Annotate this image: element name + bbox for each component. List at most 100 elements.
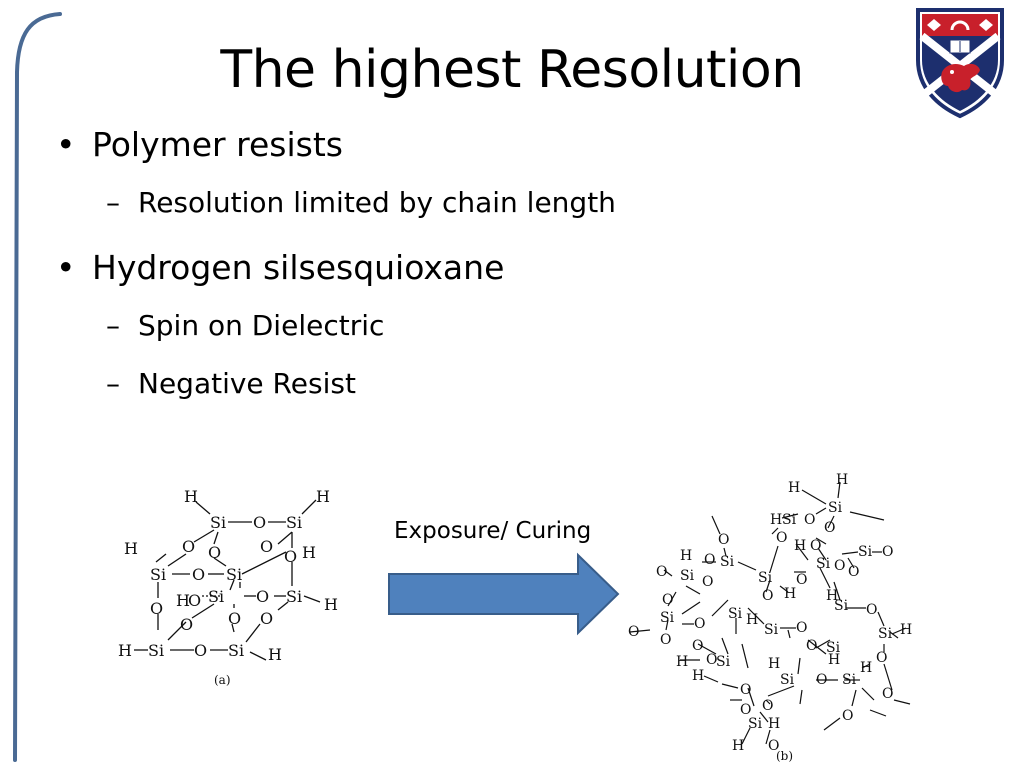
atom-o: O xyxy=(260,537,273,556)
atom-o: O xyxy=(776,530,787,546)
atom-si: Si xyxy=(780,672,795,688)
sub-marker: – xyxy=(106,309,120,342)
atom-h: H xyxy=(828,652,840,668)
atom-si: Si xyxy=(226,565,242,584)
atom-si: Si xyxy=(208,587,224,606)
bullet-polymer-resists: • Polymer resists xyxy=(56,125,343,165)
atom-o: O xyxy=(194,641,207,660)
atom-o: O xyxy=(848,564,859,580)
atom-o: O xyxy=(816,672,827,688)
atom-o: O xyxy=(660,632,671,648)
atom-h: H xyxy=(676,654,688,670)
atom-h: H xyxy=(184,487,198,506)
bullet-marker: • xyxy=(56,248,76,287)
atom-h: H xyxy=(268,645,282,664)
atom-o: O xyxy=(188,591,201,610)
atom-h: H xyxy=(768,656,780,672)
slide-frame-bracket xyxy=(13,12,62,762)
atom-o: O xyxy=(806,638,817,654)
subbullet-text: Spin on Dielectric xyxy=(138,309,385,342)
atom-si: Si xyxy=(210,513,226,532)
atom-si: Si xyxy=(878,626,893,642)
atom-o: O xyxy=(228,609,241,628)
atom-o: O xyxy=(702,574,713,590)
atom-o: O xyxy=(284,547,297,566)
atom-o: O xyxy=(662,592,673,608)
atom-o: O xyxy=(628,624,639,640)
bullet-text: Polymer resists xyxy=(92,125,343,164)
atom-si: Si xyxy=(758,570,773,586)
atom-o: O xyxy=(208,543,221,562)
subbullet-text: Negative Resist xyxy=(138,367,356,400)
atom-o: O xyxy=(796,620,807,636)
hsq-network-structure: H H Si H Si O O O O H O Si O H O Si Si O… xyxy=(628,472,912,763)
atom-h: H xyxy=(680,548,692,564)
atom-si: Si xyxy=(150,565,166,584)
atom-h: H xyxy=(316,487,330,506)
atom-o: O xyxy=(718,532,729,548)
bullet-text: Hydrogen silsesquioxane xyxy=(92,248,505,287)
atom-h: H xyxy=(784,586,796,602)
atom-h: H xyxy=(768,716,780,732)
atom-o: O xyxy=(762,698,773,714)
sub-marker: – xyxy=(106,367,120,400)
atom-h: H xyxy=(324,595,338,614)
subbullet-resolution-limited: –Resolution limited by chain length xyxy=(106,186,616,220)
atom-si: Si xyxy=(828,500,843,516)
atom-o: O xyxy=(882,544,893,560)
atom-h: H xyxy=(124,539,138,558)
subbullet-text: Resolution limited by chain length xyxy=(138,186,616,219)
bullet-marker: • xyxy=(56,125,76,164)
bullet-hydrogen-silsesquioxane: • Hydrogen silsesquioxane xyxy=(56,248,504,288)
atom-h: H xyxy=(788,480,800,496)
atom-si: Si xyxy=(748,716,763,732)
atom-o: O xyxy=(842,708,853,724)
atom-o: O xyxy=(740,702,751,718)
atom-si: Si xyxy=(834,598,849,614)
university-crest-icon xyxy=(916,8,1004,119)
atom-si: Si xyxy=(816,556,831,572)
atom-o: O xyxy=(762,588,773,604)
atom-si: Si xyxy=(286,513,302,532)
slide-title: The highest Resolution xyxy=(220,40,804,100)
atom-si: Si xyxy=(716,654,731,670)
atom-si: Si xyxy=(764,622,779,638)
arrow-label: Exposure/ Curing xyxy=(394,518,592,544)
atom-o: O xyxy=(834,558,845,574)
atom-si: Si xyxy=(286,587,302,606)
atom-o: O xyxy=(706,652,717,668)
atom-si: Si xyxy=(680,568,695,584)
atom-o: O xyxy=(768,738,779,754)
atom-h: H xyxy=(176,591,190,610)
atom-o: O xyxy=(182,537,195,556)
atom-o: O xyxy=(260,609,273,628)
atom-si: Si xyxy=(858,544,873,560)
atom-o: O xyxy=(694,616,705,632)
atom-o: O xyxy=(810,538,821,554)
atom-si: Si xyxy=(660,610,675,626)
subbullet-negative-resist: –Negative Resist xyxy=(106,367,356,401)
atom-o: O xyxy=(824,520,835,536)
atom-h: H xyxy=(302,543,316,562)
atom-o: O xyxy=(804,512,815,528)
sub-marker: – xyxy=(106,186,120,219)
atom-si: Si xyxy=(228,641,244,660)
atom-h: H xyxy=(746,612,758,628)
atom-si: Si xyxy=(720,554,735,570)
atom-o: O xyxy=(192,565,205,584)
figure-a-caption: (a) xyxy=(214,673,231,687)
atom-o: O xyxy=(740,682,751,698)
right-arrow-icon xyxy=(388,552,620,636)
atom-o: O xyxy=(253,513,266,532)
atom-h: H xyxy=(860,660,872,676)
atom-o: O xyxy=(656,564,667,580)
atom-o: O xyxy=(180,615,193,634)
atom-o: O xyxy=(256,587,269,606)
atom-o: O xyxy=(866,602,877,618)
atom-h: H xyxy=(732,738,744,754)
atom-h: H xyxy=(692,668,704,684)
atom-si: Si xyxy=(842,672,857,688)
atom-o: O xyxy=(704,552,715,568)
atom-o: O xyxy=(150,599,163,618)
atom-o: O xyxy=(692,638,703,654)
